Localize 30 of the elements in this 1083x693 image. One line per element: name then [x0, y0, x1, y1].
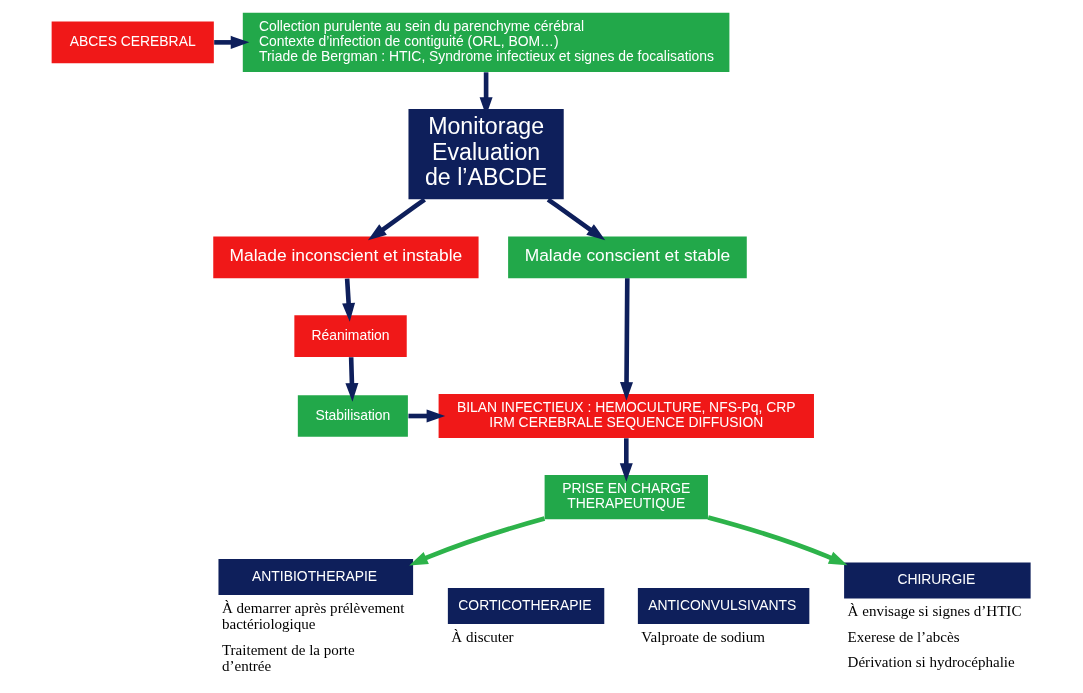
node-box: CHIRURGIE [843, 562, 1031, 599]
node-box: Malade inconscient et instable [212, 236, 479, 279]
node-label: À demarrer après prélèvement bactériologique [221, 599, 405, 633]
node-label: À envisage si signes d’HTIC [847, 603, 1021, 620]
node-box: Stabilisation [297, 395, 408, 437]
arrow [546, 197, 605, 241]
arrow [341, 278, 355, 322]
node-label: Dérivation si hydrocéphalie [847, 654, 1015, 671]
arrow [407, 409, 445, 423]
arrow [213, 35, 249, 49]
arrow [344, 357, 358, 402]
arrow [619, 278, 633, 401]
node-box: Collection purulente au sein du parenchyme cérébral Contexte d’infection de contiguité (ORL, BOM…) Triade de Bergman : HTIC, Syndrome infectieux et signes de focalisations [242, 12, 729, 72]
arrow [408, 516, 545, 566]
node-box: CORTICOTHERAPIE [447, 588, 604, 624]
node-box: Malade conscient et stable [507, 236, 747, 279]
node-box: ANTIBIOTHERAPIE [217, 559, 413, 595]
node-box: PRISE EN CHARGE THERAPEUTIQUE [544, 475, 708, 520]
arrow [367, 197, 426, 241]
node-box: BILAN INFECTIEUX : HEMOCULTURE, NFS-Pq, CRP IRM CEREBRALE SEQUENCE DIFFUSION [438, 394, 814, 439]
node-label: Valproate de sodium [640, 628, 765, 645]
node-label: Exerese de l’abcès [847, 628, 960, 645]
arrow [619, 438, 633, 482]
node-box: ABCES CEREBRAL [51, 21, 214, 64]
node-label: À discuter [450, 628, 514, 645]
node-label: Traitement de la porte d’entrée [221, 641, 355, 674]
node-box: Réanimation [293, 315, 407, 357]
node-box: ANTICONVULSIVANTS [637, 588, 809, 624]
arrow [707, 515, 847, 566]
node-box: Monitorage Evaluation de l’ABCDE [407, 109, 564, 200]
